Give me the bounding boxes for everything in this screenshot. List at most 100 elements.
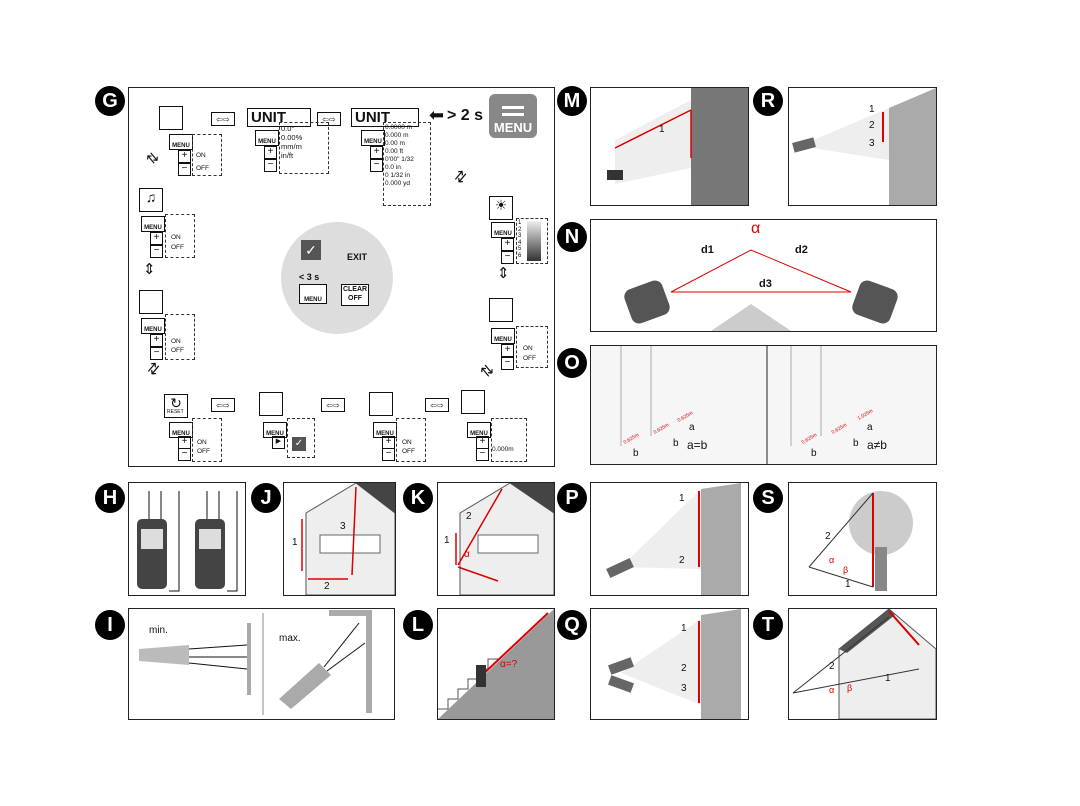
off-label: OFF: [197, 448, 210, 455]
backlight-icon: ☀: [489, 196, 513, 220]
angle-beta-label: β: [847, 683, 853, 693]
panel-o-stakeout: a=b a≠b a b b a b b 0.625m 0.625m 0.625m…: [590, 345, 937, 465]
on-off-box: [165, 214, 195, 258]
minus-key[interactable]: −: [150, 347, 163, 360]
play-key[interactable]: ▶: [272, 436, 285, 449]
stakeout-illustration: [591, 346, 936, 464]
on-label: ON: [171, 234, 181, 241]
menu-key[interactable]: MENU: [491, 328, 515, 344]
angle-alpha-label: α: [829, 555, 835, 565]
panel-label-n: N: [557, 222, 587, 252]
panel-label-l: L: [403, 610, 433, 640]
menu-button-big[interactable]: MENU: [489, 94, 537, 138]
panel-k-height: 1 2 α: [437, 482, 555, 596]
nav-arrows-icon: ⇦⇨: [317, 112, 341, 126]
minus-key[interactable]: −: [501, 357, 514, 370]
menu-key[interactable]: MENU: [263, 422, 287, 438]
measure-label-1: 1: [885, 673, 891, 684]
measure-label-2: 2: [466, 511, 472, 522]
menu-key[interactable]: MENU: [255, 130, 279, 146]
unit-options-2: 0.0000 m 0.000 m 0.00 m 0.00 ft 0'00" 1/…: [385, 124, 414, 187]
distance-d2-label: d2: [795, 244, 808, 256]
updown-arrow-icon: ⇕: [497, 265, 510, 282]
b-label: b: [853, 438, 859, 449]
panel-label-k: K: [403, 483, 433, 513]
panel-label-j: J: [251, 483, 281, 513]
unit-device-icon: [159, 106, 183, 130]
measure-label-3: 3: [340, 521, 346, 532]
cycle-arrow-icon: ⇅: [477, 360, 498, 382]
minus-key[interactable]: −: [264, 159, 277, 172]
off-label: OFF: [171, 244, 184, 251]
check-box: [287, 418, 315, 458]
angle-alpha-label: α: [464, 549, 470, 560]
menu-key[interactable]: MENU: [361, 130, 385, 146]
angle-question-label: α=?: [500, 659, 518, 670]
off-label: OFF: [171, 347, 184, 354]
cycle-arrow-icon: ⇅: [142, 148, 163, 169]
on-off-box: [192, 418, 222, 462]
plus-key[interactable]: +: [370, 146, 383, 159]
measure-label-1: 1: [845, 579, 851, 590]
on-label: ON: [171, 338, 181, 345]
level-icon: [369, 392, 393, 416]
nav-arrows-icon: ⇦⇨: [211, 398, 235, 412]
offset-icon: [461, 390, 485, 414]
plus-key[interactable]: +: [501, 238, 514, 251]
menu-key[interactable]: MENU: [141, 318, 165, 334]
measure-label-2: 2: [829, 661, 835, 672]
plus-key[interactable]: +: [501, 344, 514, 357]
panel-g-menu-diagram: ⇦⇨ UNIT ⇦⇨ UNIT ⬅ > 2 s MENU MENU + − 0.…: [128, 87, 555, 467]
updown-arrow-icon: ⇕: [143, 261, 156, 278]
minus-key[interactable]: −: [370, 159, 383, 172]
measure-label-1: 1: [659, 124, 665, 135]
panel-n-triangle: α d1 d2 d3: [590, 219, 937, 332]
measure-label-1: 1: [679, 493, 685, 504]
panel-p-height: 1 2: [590, 482, 749, 596]
minus-key[interactable]: −: [178, 448, 191, 461]
confirm-check-button[interactable]: ✓: [301, 240, 321, 260]
unit-label-2: UNIT: [351, 108, 419, 127]
exit-label: EXIT: [347, 252, 368, 262]
menu-key[interactable]: MENU: [299, 284, 327, 304]
panel-l-stair-angle: α=?: [437, 608, 555, 720]
menu-key[interactable]: MENU: [491, 222, 515, 238]
plus-key[interactable]: +: [150, 334, 163, 347]
menu-key[interactable]: MENU: [141, 216, 165, 232]
menu-key[interactable]: MENU: [169, 134, 193, 150]
plus-key[interactable]: +: [178, 150, 191, 163]
panel-h-reference-diagram: [128, 482, 246, 596]
cycle-arrow-icon: ⇅: [449, 166, 471, 188]
hold-time-label: < 3 s: [299, 272, 320, 282]
pythagoras-illustration: [792, 88, 936, 205]
menu-big-label: MENU: [493, 120, 533, 135]
menu-key[interactable]: MENU: [467, 422, 491, 438]
minus-key[interactable]: −: [178, 163, 191, 176]
plus-key[interactable]: +: [264, 146, 277, 159]
calibration-icon: [259, 392, 283, 416]
nav-arrows-icon: ⇦⇨: [211, 112, 235, 126]
reference-devices-illustration: [137, 491, 238, 592]
a-label: a: [867, 422, 873, 433]
panel-label-t: T: [753, 610, 783, 640]
long-press-label: > 2 s: [447, 107, 484, 124]
minus-key[interactable]: −: [382, 448, 395, 461]
plus-key[interactable]: +: [150, 232, 163, 245]
equal-label: a=b: [687, 438, 708, 452]
minus-key[interactable]: −: [150, 245, 163, 258]
distance-d3-label: d3: [759, 278, 772, 290]
distance-d1-label: d1: [701, 244, 714, 256]
minus-key[interactable]: −: [501, 251, 514, 264]
minus-key[interactable]: −: [476, 448, 489, 461]
levels-box: [516, 218, 548, 264]
on-label: ON: [523, 345, 533, 352]
measure-label-1: 1: [681, 623, 687, 634]
b-label: b: [811, 448, 817, 459]
angle-alpha-label: α: [751, 220, 761, 237]
unit-options-box-2: [383, 122, 431, 206]
measure-label-1: 1: [869, 104, 875, 115]
measure-label-2: 2: [869, 120, 875, 131]
room-diagonal-illustration: [607, 88, 748, 205]
tree-height-illustration: [808, 491, 913, 591]
